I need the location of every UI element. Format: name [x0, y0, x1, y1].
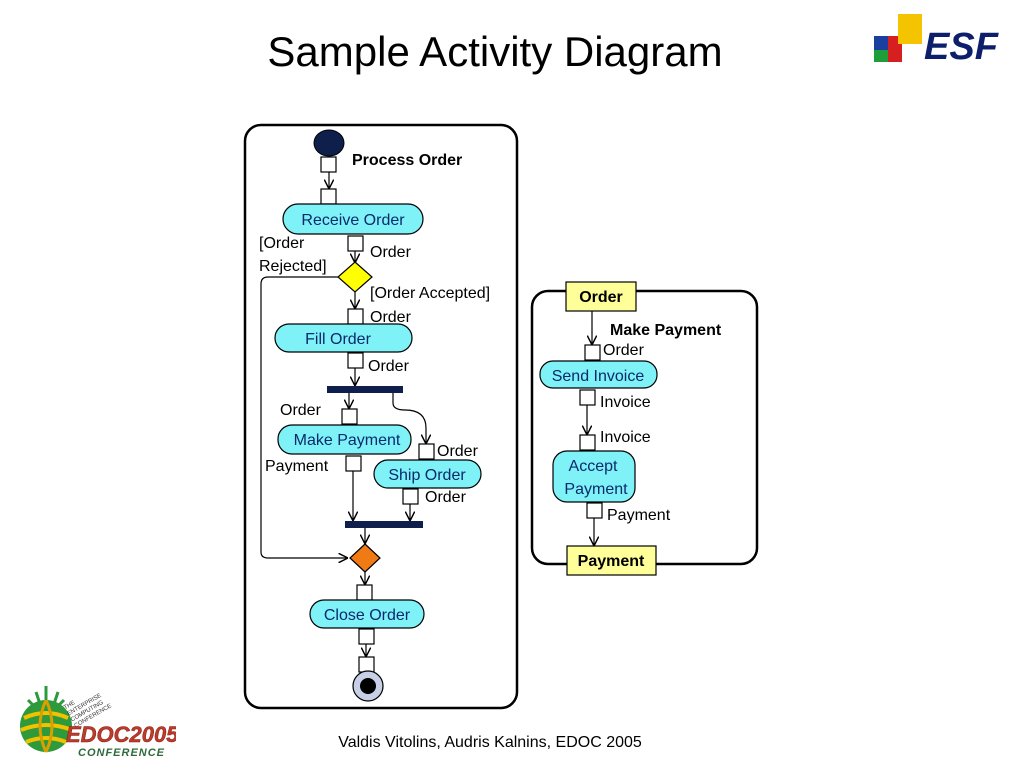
svg-text:Payment: Payment — [607, 507, 671, 524]
svg-text:Order: Order — [603, 342, 645, 359]
svg-text:Ship Order: Ship Order — [388, 467, 466, 484]
pin-label-order: Order — [370, 244, 412, 261]
order-input-parameter — [565, 281, 637, 312]
ship-order-input-pin — [418, 443, 435, 460]
join-bar — [345, 521, 423, 528]
slide-title: Sample Activity Diagram — [267, 28, 723, 75]
svg-text:Payment: Payment — [265, 458, 329, 475]
svg-text:Make Payment: Make Payment — [294, 432, 401, 449]
slide-footer: Valdis Vitolins, Audris Kalnins, EDOC 20… — [338, 734, 642, 751]
final-pin — [358, 656, 375, 673]
svg-text:Close Order: Close Order — [324, 607, 411, 624]
send-invoice-action — [539, 360, 658, 389]
svg-text:Fill Order: Fill Order — [305, 331, 371, 348]
make-payment-output-pin — [345, 455, 362, 472]
svg-text:Order: Order — [437, 443, 479, 460]
esf-logo-yellow-square — [898, 14, 922, 44]
process-order-frame — [243, 123, 519, 710]
fork-bar — [327, 386, 403, 393]
svg-text:Order: Order — [368, 358, 410, 375]
close-order-output-pin — [358, 628, 375, 645]
svg-text:Payment: Payment — [564, 481, 628, 498]
send-invoice-output-pin — [579, 389, 596, 406]
svg-text:Order: Order — [579, 289, 623, 306]
initial-pin — [320, 156, 337, 173]
receive-order-output-pin — [347, 235, 364, 252]
esf-logo-text: ESF — [924, 26, 1000, 68]
make-payment-title: Make Payment — [610, 322, 722, 339]
svg-text:Invoice: Invoice — [600, 394, 651, 411]
fill-order-output-pin — [347, 352, 364, 369]
guard-order-rejected-line2: Rejected] — [259, 258, 327, 275]
ship-order-output-pin — [402, 488, 419, 505]
svg-text:Accept: Accept — [569, 458, 618, 475]
send-invoice-input-pin — [584, 344, 601, 361]
edoc-logo-subtext: CONFERENCE — [78, 747, 165, 759]
payment-output-parameter — [566, 545, 657, 576]
svg-text:Payment: Payment — [578, 553, 645, 570]
edoc-2005-logo: THE ENTERPRISE COMPUTING CONFERENCE EDOC… — [20, 686, 176, 759]
process-order-title: Process Order — [352, 152, 462, 169]
make-payment-action — [277, 424, 412, 455]
svg-text:THE: THE — [63, 700, 76, 711]
accept-payment-input-pin — [579, 434, 596, 451]
svg-text:Order: Order — [370, 309, 412, 326]
accept-payment-output-pin — [586, 502, 603, 519]
esf-logo-green-square — [874, 50, 888, 62]
edoc-logo-text: EDOC2005 — [66, 722, 176, 747]
esf-logo-blue-square — [874, 36, 888, 50]
close-order-input-pin — [356, 584, 373, 601]
make-payment-input-pin — [341, 408, 358, 425]
ship-order-action — [373, 459, 482, 489]
svg-text:Order: Order — [280, 402, 322, 419]
svg-text:Invoice: Invoice — [600, 429, 651, 446]
receive-order-action — [282, 203, 424, 235]
guard-order-rejected-line1: [Order — [259, 235, 305, 252]
receive-order-input-pin — [320, 188, 337, 205]
guard-order-accepted: [Order Accepted] — [370, 285, 490, 302]
close-order-action — [309, 599, 425, 629]
esf-logo: ESF — [874, 14, 1000, 68]
initial-node — [313, 129, 345, 157]
svg-text:Receive Order: Receive Order — [301, 212, 405, 229]
fill-order-action — [274, 323, 413, 353]
svg-text:Order: Order — [425, 489, 467, 506]
final-node — [352, 670, 384, 702]
edoc-globe-icon — [20, 686, 73, 753]
accept-payment-action — [552, 450, 636, 503]
fill-order-input-pin — [347, 308, 364, 325]
svg-text:Send Invoice: Send Invoice — [552, 368, 645, 385]
rejected-flow — [260, 276, 347, 558]
